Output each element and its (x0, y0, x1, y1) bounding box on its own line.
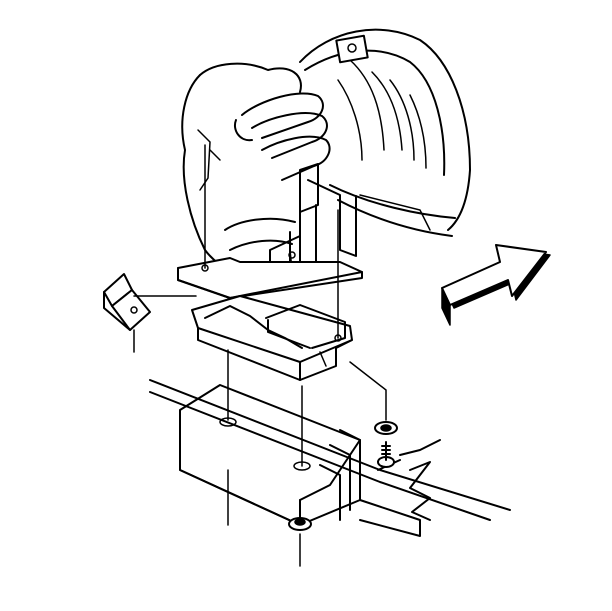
transmission-housing (299, 28, 471, 237)
washer-icon (349, 361, 398, 435)
l-bracket-icon (103, 273, 197, 353)
washer-icon (288, 517, 312, 567)
crossmember (149, 379, 511, 537)
bolt-icon (377, 441, 395, 468)
hand-icon (181, 62, 357, 278)
upper-mount-plate (177, 144, 363, 307)
forward-arrow-icon (441, 244, 551, 326)
transmission-mount (191, 209, 353, 467)
